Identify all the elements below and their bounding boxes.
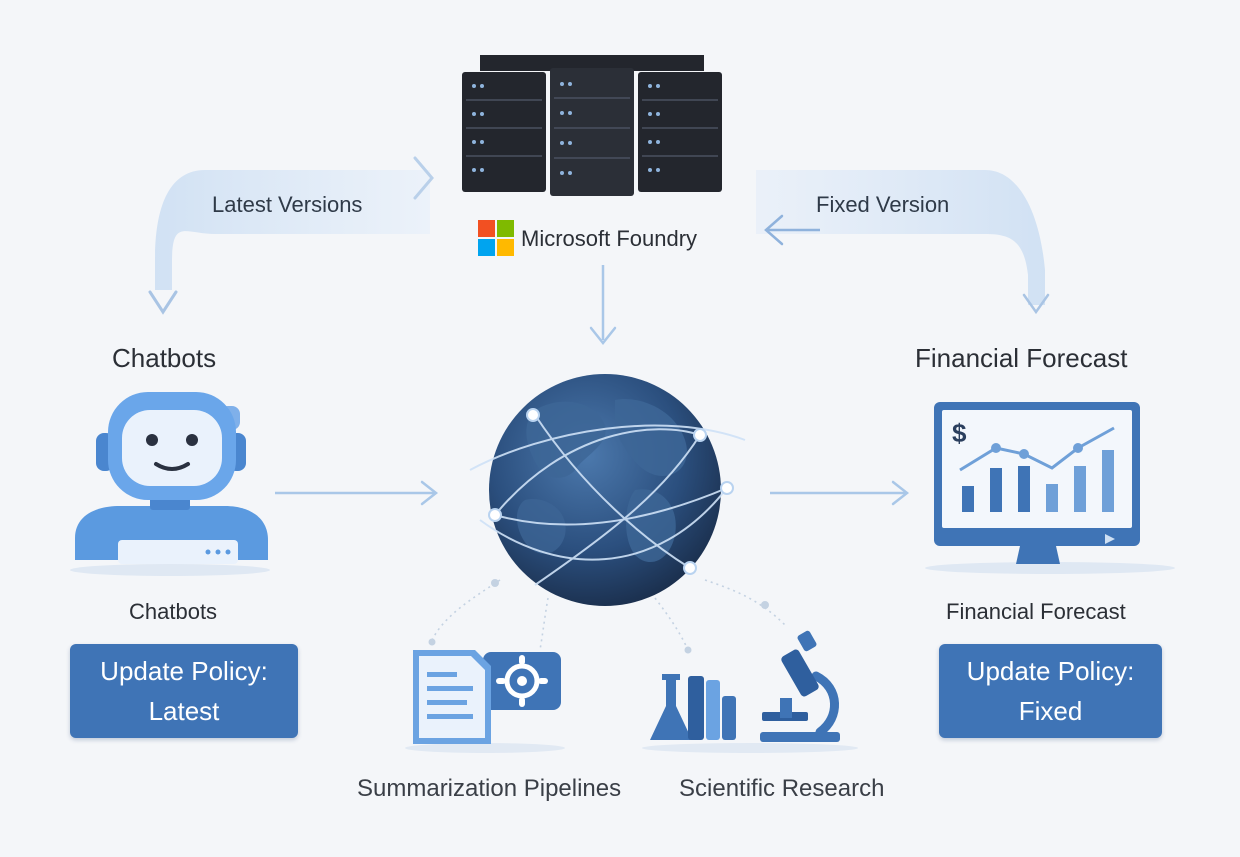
financial-forecast-policy-badge: Update Policy: Fixed	[939, 644, 1162, 738]
fixed-version-label: Fixed Version	[816, 192, 950, 217]
policy-line-2: Fixed	[1018, 696, 1083, 726]
globe-network-icon	[469, 374, 746, 606]
chatbot-robot-icon	[70, 392, 270, 576]
scientific-research-label: Scientific Research	[679, 775, 885, 802]
financial-forecast-caption: Financial Forecast	[946, 599, 1126, 624]
financial-dashboard-icon: $	[925, 402, 1175, 574]
brand-name: Microsoft Foundry	[521, 226, 698, 251]
policy-line-1: Update Policy:	[966, 656, 1135, 686]
chatbots-title: Chatbots	[112, 343, 217, 373]
latest-versions-flow	[155, 170, 430, 290]
policy-line-1: Update Policy:	[100, 656, 268, 686]
server-rack-icon	[462, 55, 722, 196]
microsoft-logo-icon	[478, 220, 514, 256]
chatbots-policy-badge: Update Policy: Latest	[70, 644, 298, 738]
financial-forecast-title: Financial Forecast	[915, 343, 1128, 373]
policy-line-2: Latest	[148, 696, 220, 726]
chatbots-caption: Chatbots	[129, 599, 218, 624]
lab-microscope-icon	[642, 630, 858, 753]
latest-versions-label: Latest Versions	[212, 192, 363, 217]
fixed-version-flow	[756, 170, 1045, 305]
document-gear-icon	[405, 650, 565, 753]
svg-text:$: $	[952, 418, 967, 448]
summarization-pipelines-label: Summarization Pipelines	[357, 775, 622, 802]
